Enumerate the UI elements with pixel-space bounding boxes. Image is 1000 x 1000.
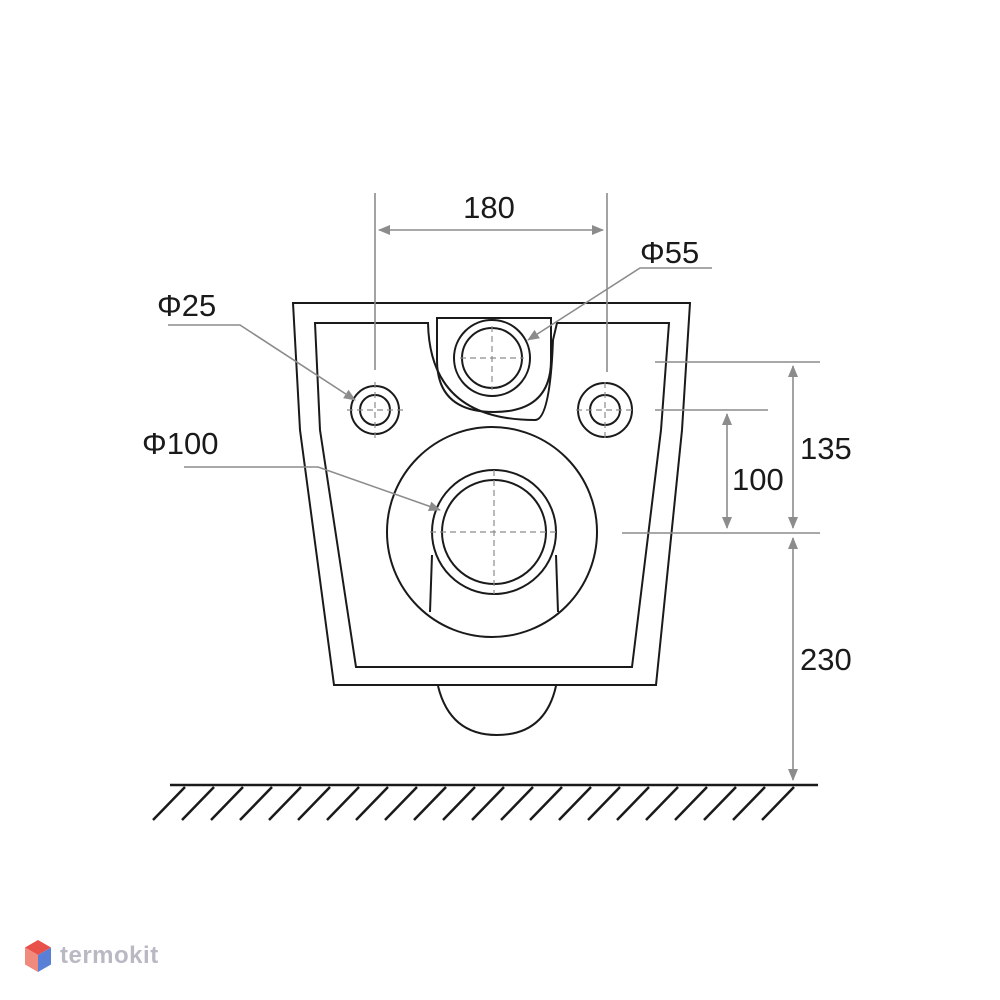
drain-neck <box>429 554 559 613</box>
label-135: 135 <box>800 431 852 466</box>
floor-hatch-line <box>529 786 563 821</box>
flush-inlet-outer <box>453 319 531 397</box>
floor-hatch-line <box>384 786 418 821</box>
logo-text: termokit <box>60 942 159 969</box>
floor-hatch-line <box>152 786 186 821</box>
bolt-hole-left-inner <box>359 394 391 426</box>
leader-line-100 <box>184 466 441 512</box>
termokit-logo: termokit <box>24 936 159 976</box>
floor-hatching <box>152 786 795 821</box>
drain-large-ring <box>386 426 598 638</box>
floor-hatch-line <box>703 786 737 821</box>
floor-hatch-line <box>500 786 534 821</box>
floor-hatch-line <box>761 786 795 821</box>
flush-inlet <box>436 317 552 414</box>
bowl-outer-shell <box>291 302 692 686</box>
flush-inlet-recess <box>436 317 552 414</box>
floor-hatch-line <box>355 786 389 821</box>
dimension-lines <box>168 193 820 781</box>
floor-hatch-line <box>413 786 447 821</box>
floor <box>152 783 818 821</box>
label-230: 230 <box>800 642 852 677</box>
bowl-inner-shell <box>313 322 671 668</box>
floor-hatch-line <box>239 786 273 821</box>
label-phi-100: Φ100 <box>142 426 218 461</box>
dimension-labels: 180 Φ55 Φ25 Φ100 135 100 230 <box>142 190 852 677</box>
label-100: 100 <box>732 462 784 497</box>
label-phi-55: Φ55 <box>640 235 699 270</box>
floor-hatch-line <box>326 786 360 821</box>
floor-hatch-line <box>297 786 331 821</box>
floor-hatch-line <box>587 786 621 821</box>
bowl-bottom-curve <box>437 685 557 737</box>
floor-hatch-line <box>616 786 650 821</box>
floor-hatch-line <box>471 786 505 821</box>
label-phi-25: Φ25 <box>157 288 216 323</box>
floor-hatch-line <box>181 786 215 821</box>
floor-hatch-line <box>558 786 592 821</box>
leader-line-55 <box>527 267 712 341</box>
center-lines <box>347 326 634 594</box>
floor-hatch-line <box>210 786 244 821</box>
bolt-hole-right-inner <box>589 394 621 426</box>
floor-hatch-line <box>732 786 766 821</box>
floor-hatch-line <box>674 786 708 821</box>
floor-hatch-line <box>268 786 302 821</box>
floor-hatch-line <box>442 786 476 821</box>
hexagon-cube-icon <box>25 940 51 972</box>
leader-line-25 <box>168 324 356 401</box>
label-180: 180 <box>463 190 515 225</box>
floor-hatch-line <box>645 786 679 821</box>
